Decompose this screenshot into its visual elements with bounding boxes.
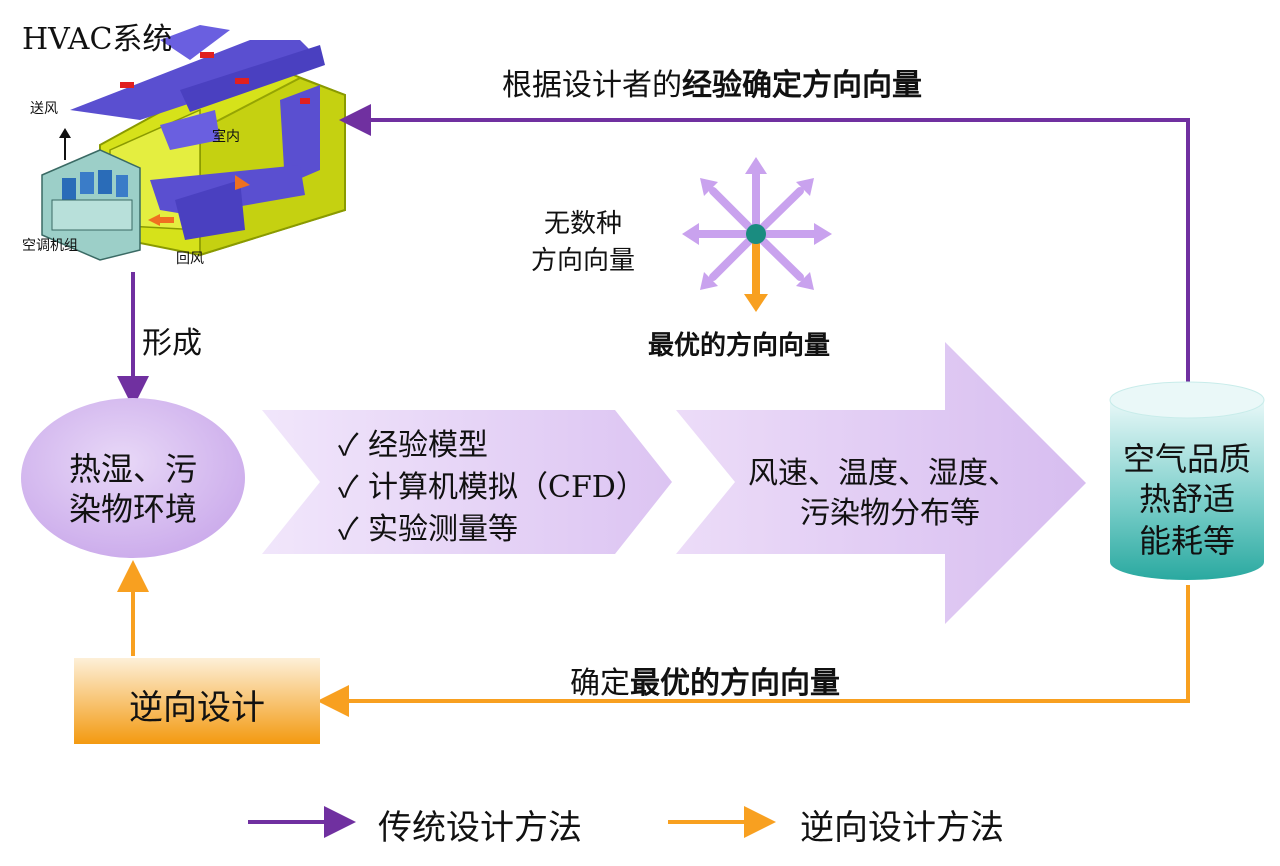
metrics-cylinder xyxy=(1109,381,1265,580)
top-arrow-label-normal: 根据设计者的 xyxy=(502,68,682,103)
methods-chevron xyxy=(262,410,672,554)
optimal-vector-label: 最优的方向向量 xyxy=(648,331,831,361)
label-return-air: 回风 xyxy=(176,251,204,267)
hvac-illustration xyxy=(41,25,346,261)
label-ahu: 空调机组 xyxy=(22,238,78,254)
legend-traditional-label: 传统设计方法 xyxy=(378,808,582,848)
bottom-arrow-label: 确定最优的方向向量 xyxy=(570,658,840,702)
label-supply-air: 送风 xyxy=(30,101,58,117)
star-label-line2: 方向向量 xyxy=(530,246,635,276)
method-item-2: ✓ 计算机模拟（CFD） xyxy=(338,470,646,505)
results-big-arrow xyxy=(676,342,1086,624)
top-arrow-label: 根据设计者的经验确定方向向量 xyxy=(502,60,922,104)
form-label: 形成 xyxy=(142,326,202,361)
environment-ellipse xyxy=(21,398,245,558)
inverse-design-box: 逆向设计 xyxy=(129,688,265,728)
cylinder-line2: 热舒适 xyxy=(1138,480,1235,518)
bottom-arrow-label-bold: 最优的方向向量 xyxy=(630,666,840,701)
label-room: 室内 xyxy=(212,129,240,145)
method-item-1: ✓ 经验模型 xyxy=(338,428,489,463)
legend-inverse-label: 逆向设计方法 xyxy=(800,808,1004,848)
bottom-arrow-label-normal: 确定 xyxy=(570,666,630,701)
results-line1: 风速、温度、湿度、 xyxy=(748,456,1018,491)
method-item-3: ✓ 实验测量等 xyxy=(338,512,519,547)
top-arrow-label-bold: 经验确定方向向量 xyxy=(682,68,922,103)
vector-star xyxy=(682,157,832,312)
cylinder-line1: 空气品质 xyxy=(1122,440,1251,478)
inverse-design-box-bg xyxy=(74,658,320,744)
cylinder-line3: 能耗等 xyxy=(1138,522,1235,560)
ellipse-line1: 热湿、污 xyxy=(68,450,197,488)
results-line2: 污染物分布等 xyxy=(800,496,980,531)
top-feedback-arrow xyxy=(339,104,1190,388)
bottom-orange-arrow xyxy=(317,585,1190,717)
star-label-line1: 无数种 xyxy=(543,209,622,239)
hvac-title: HVAC系统 xyxy=(22,22,173,57)
ellipse-line2: 染物环境 xyxy=(68,490,197,528)
